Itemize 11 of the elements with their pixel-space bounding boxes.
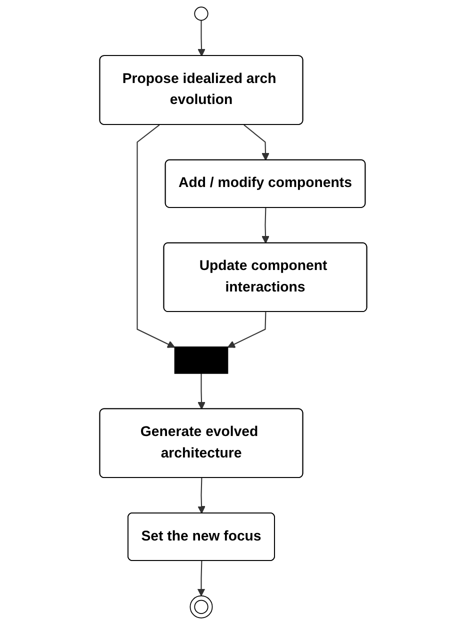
arrow [228, 312, 266, 348]
arrow [262, 208, 270, 244]
arrow [198, 20, 206, 56]
arrow [198, 560, 206, 596]
node-bar [174, 346, 228, 374]
arrow [244, 124, 270, 161]
node-circle [194, 6, 209, 21]
arrow [198, 373, 206, 410]
node-circle [190, 595, 213, 618]
arrow [198, 478, 206, 514]
arrow [136, 124, 176, 348]
